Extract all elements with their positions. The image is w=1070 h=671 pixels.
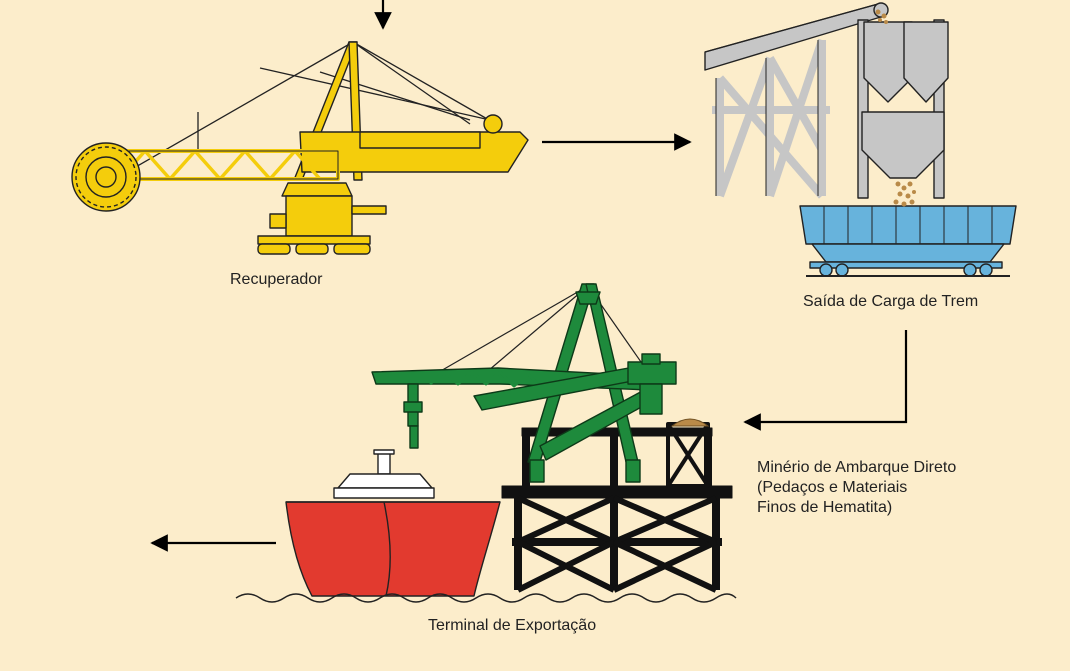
reclaimer-machine — [71, 41, 529, 255]
ore-particles — [875, 9, 916, 207]
train-loadout-station — [704, 2, 1017, 277]
flow-arrows — [150, 0, 908, 552]
label-direct-ore-line2: (Pedaços e Materiais — [757, 479, 908, 496]
label-reclaimer: Recuperador — [230, 271, 323, 288]
water-line — [235, 593, 737, 603]
label-export-terminal: Terminal de Exportação — [428, 617, 597, 634]
arrow-train-to-port — [743, 330, 908, 431]
label-direct-ore-line1: Minério de Ambarque Direto — [757, 459, 957, 476]
shiploader — [371, 283, 677, 483]
ore-pile — [670, 418, 710, 427]
label-direct-ore-line3: Finos de Hematita) — [757, 499, 893, 516]
label-train-loading: Saída de Carga de Trem — [803, 293, 979, 310]
ore-ship — [285, 449, 501, 597]
label-direct-shipping-ore: Minério de Ambarque Direto (Pedaços e Ma… — [757, 458, 956, 518]
port-pier-structure — [501, 422, 733, 593]
